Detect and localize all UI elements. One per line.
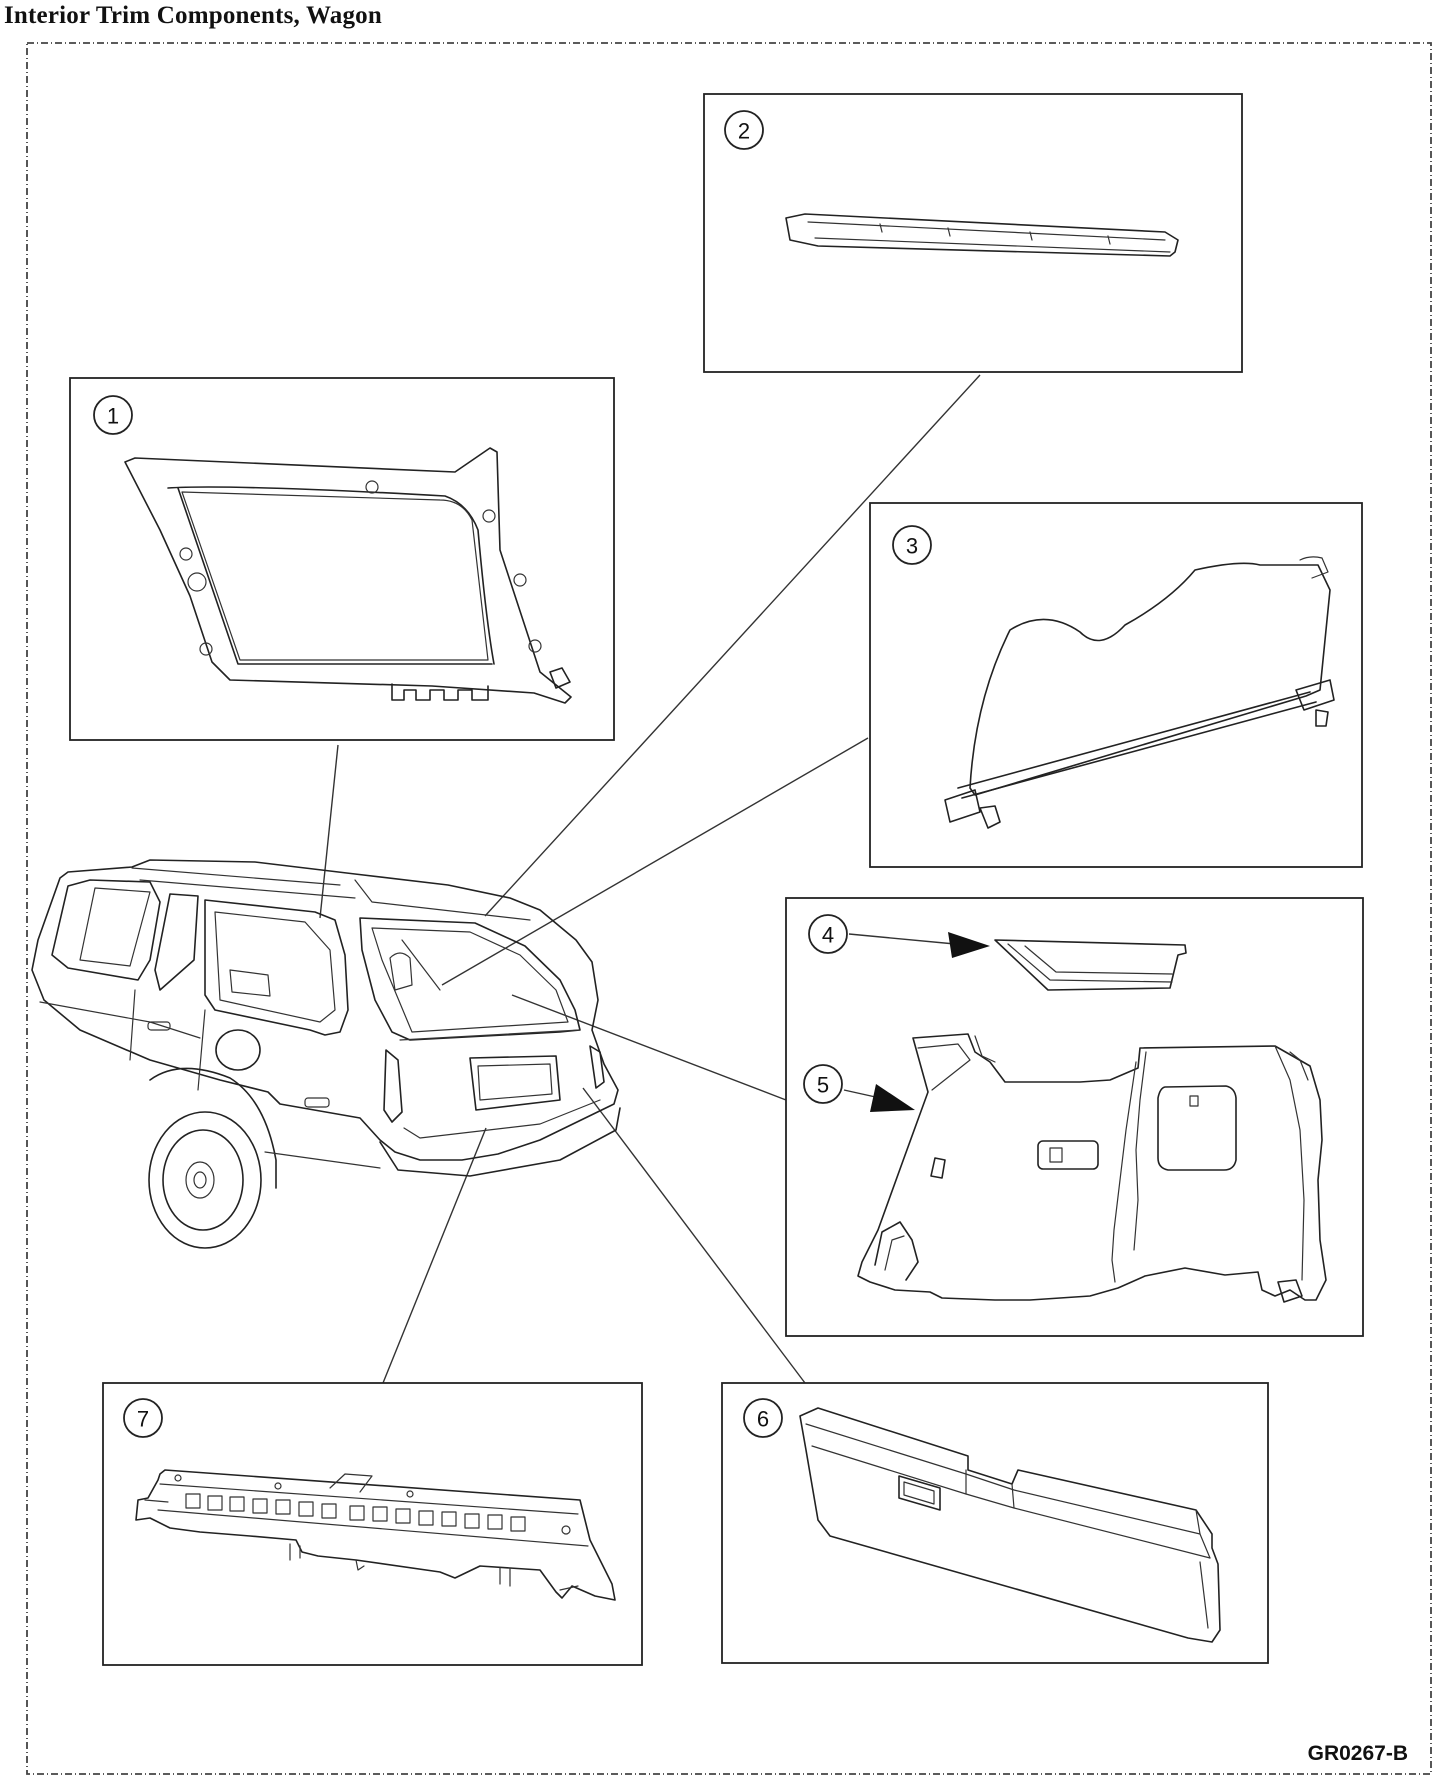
callout-number-6: 6 (757, 1407, 769, 1432)
callout-number-4: 4 (822, 923, 834, 948)
callout-number-3: 3 (906, 534, 918, 559)
trim-molding-strip-icon (785, 213, 1179, 257)
rear-sill-scuff-plate-icon (135, 1469, 616, 1601)
quarter-window-trim-panel-icon (124, 447, 572, 704)
callout-badge-5 (803, 1064, 843, 1104)
callout-number-5: 5 (817, 1073, 829, 1098)
callout-badge-3 (892, 525, 932, 565)
diagram-title: Interior Trim Components, Wagon (4, 2, 382, 29)
trim-strip-icon (994, 939, 1187, 991)
leader-7 (382, 1127, 487, 1384)
cargo-cover-panel-icon (944, 556, 1335, 829)
callout-box-4-5: 4 5 (785, 897, 1364, 1337)
figure-code: GR0267-B (1307, 1742, 1408, 1765)
callout-box-6: 6 (721, 1382, 1269, 1664)
quarter-trim-panel-icon (857, 1033, 1327, 1303)
leader-3 (441, 737, 869, 986)
leader-4-5 (511, 994, 787, 1101)
callout-badge-4 (808, 914, 848, 954)
callout-box-2: 2 (703, 93, 1243, 373)
leader-2 (484, 374, 981, 917)
callout-number-2: 2 (738, 119, 750, 144)
callout-number-7: 7 (137, 1407, 149, 1432)
arrow-5-head (870, 1084, 915, 1112)
callout-box-7: 7 (102, 1382, 643, 1666)
figure-frame (26, 42, 1432, 1775)
arrow-4-line (848, 933, 956, 945)
callout-box-1: 1 (69, 377, 615, 741)
callout-badge-1 (93, 395, 133, 435)
callout-badge-6 (743, 1398, 783, 1438)
leader-1 (319, 744, 339, 919)
leader-6 (582, 1087, 806, 1384)
liftgate-trim-panel-icon (799, 1407, 1221, 1643)
callout-number-1: 1 (107, 404, 119, 429)
callout-badge-7 (123, 1398, 163, 1438)
leader-lines (319, 374, 981, 1384)
station-wagon-icon (31, 859, 621, 1249)
callout-badge-2 (724, 110, 764, 150)
callout-box-3: 3 (869, 502, 1363, 868)
arrow-4-head (948, 932, 990, 958)
